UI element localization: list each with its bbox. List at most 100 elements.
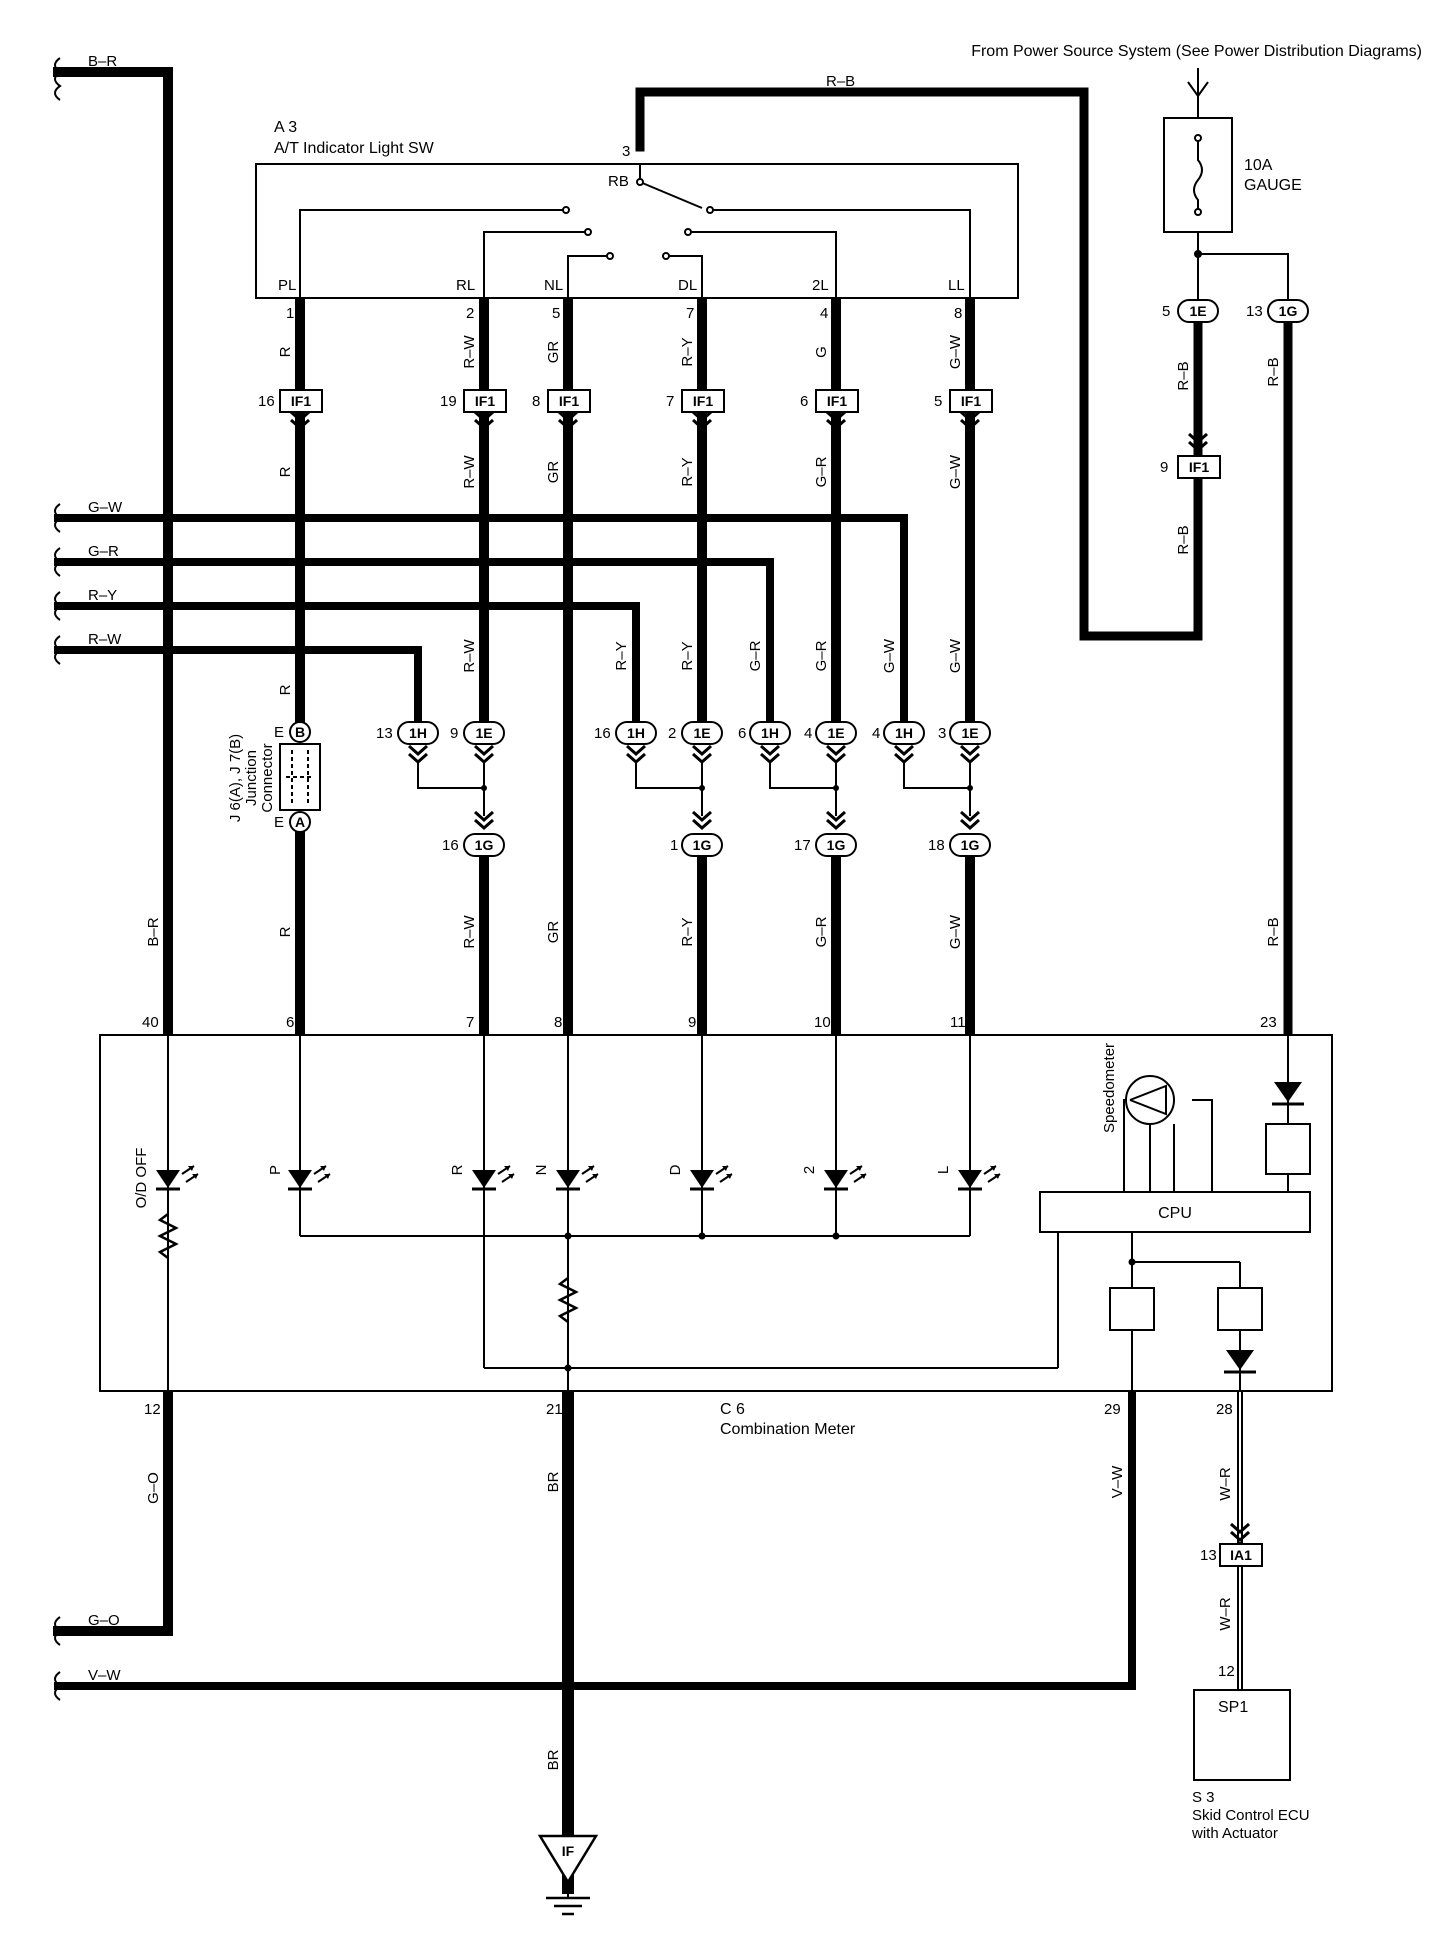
svg-text:R–B: R–B xyxy=(1175,361,1192,390)
svg-text:G–W: G–W xyxy=(947,334,964,369)
svg-text:R–W: R–W xyxy=(461,914,478,948)
svg-text:GR: GR xyxy=(545,341,562,364)
svg-text:B: B xyxy=(295,724,305,740)
fuse-name: GAUGE xyxy=(1244,177,1302,194)
ia1-connector: IA1 13 12 xyxy=(1200,1522,1263,1680)
svg-text:G–R: G–R xyxy=(747,640,764,671)
svg-text:DL: DL xyxy=(678,277,697,294)
wire-color-labels: R R–W GR R–Y G G–W R R–W GR R–Y G–R G–W … xyxy=(145,334,1282,1770)
svg-text:R–Y: R–Y xyxy=(679,457,696,486)
svg-text:9: 9 xyxy=(450,725,458,742)
switch-contacts xyxy=(299,164,971,298)
svg-text:G–W: G–W xyxy=(947,914,964,949)
svg-text:12: 12 xyxy=(144,1401,161,1418)
svg-text:7: 7 xyxy=(666,393,674,410)
svg-text:6: 6 xyxy=(738,725,746,742)
svg-text:29: 29 xyxy=(1104,1401,1121,1418)
svg-text:R–Y: R–Y xyxy=(679,337,696,366)
power-source-label: From Power Source System (See Power Dist… xyxy=(971,43,1422,60)
svg-text:J 6(A), J 7(B): J 6(A), J 7(B) xyxy=(227,734,244,822)
svg-text:13: 13 xyxy=(1200,1547,1217,1564)
resistor-icon xyxy=(557,1277,579,1323)
diode-icon xyxy=(1272,1082,1304,1124)
switch-position-labels: PL RL NL DL 2L LL xyxy=(278,277,965,294)
svg-text:R–B: R–B xyxy=(1265,357,1282,386)
svg-text:G–O: G–O xyxy=(88,1612,120,1629)
svg-text:7: 7 xyxy=(466,1014,474,1031)
left-wire-labels: B–R G–W G–R R–Y R–W G–O V–W R–B xyxy=(88,53,855,1684)
svg-text:5: 5 xyxy=(552,305,560,322)
svg-text:R–W: R–W xyxy=(88,631,122,648)
power-connectors: 1E 5 1G 13 xyxy=(1162,299,1309,323)
svg-text:IF1: IF1 xyxy=(291,393,311,409)
svg-text:R–Y: R–Y xyxy=(88,587,117,604)
meter-code: C 6 xyxy=(720,1401,745,1418)
svg-text:G–R: G–R xyxy=(813,640,830,671)
svg-text:1H: 1H xyxy=(627,725,645,741)
svg-text:1H: 1H xyxy=(895,725,913,741)
svg-text:7: 7 xyxy=(686,305,694,322)
svg-text:R–Y: R–Y xyxy=(679,641,696,670)
svg-text:G–O: G–O xyxy=(145,1472,162,1504)
svg-text:3: 3 xyxy=(938,725,946,742)
svg-text:A: A xyxy=(295,814,305,830)
svg-text:V–W: V–W xyxy=(88,1667,121,1684)
interface-box xyxy=(1109,1287,1155,1331)
svg-text:9: 9 xyxy=(688,1014,696,1031)
svg-text:R: R xyxy=(277,926,294,937)
svg-text:6: 6 xyxy=(286,1014,294,1031)
svg-text:2: 2 xyxy=(801,1166,818,1174)
svg-text:G–W: G–W xyxy=(88,499,123,516)
svg-text:IA1: IA1 xyxy=(1230,1547,1252,1563)
svg-text:RL: RL xyxy=(456,277,475,294)
svg-text:19: 19 xyxy=(440,393,457,410)
ecu-code: S 3 xyxy=(1192,1789,1215,1806)
svg-text:2L: 2L xyxy=(812,277,829,294)
ecu-line2: with Actuator xyxy=(1191,1825,1278,1842)
svg-text:23: 23 xyxy=(1260,1014,1277,1031)
svg-text:IF1: IF1 xyxy=(827,393,847,409)
svg-text:16: 16 xyxy=(258,393,275,410)
svg-text:8: 8 xyxy=(532,393,540,410)
switch-common-label: RB xyxy=(608,173,629,190)
ecu-line1: Skid Control ECU xyxy=(1192,1807,1310,1824)
svg-text:28: 28 xyxy=(1216,1401,1233,1418)
svg-text:E: E xyxy=(274,814,284,831)
svg-text:G–W: G–W xyxy=(947,454,964,489)
svg-text:1E: 1E xyxy=(693,725,710,741)
svg-text:PL: PL xyxy=(278,277,296,294)
svg-text:IF1: IF1 xyxy=(1189,459,1209,475)
svg-text:R: R xyxy=(277,346,294,357)
meter-internal-wiring xyxy=(167,1035,1289,1390)
svg-text:1G: 1G xyxy=(827,837,846,853)
svg-text:N: N xyxy=(533,1165,550,1176)
svg-text:G–W: G–W xyxy=(947,638,964,673)
ecu-connector: SP1 xyxy=(1218,1699,1248,1716)
svg-text:1E: 1E xyxy=(475,725,492,741)
svg-text:G: G xyxy=(813,346,830,358)
svg-text:W–R: W–R xyxy=(1217,1467,1234,1501)
wire-g-o xyxy=(53,1385,173,1636)
switch-name: A/T Indicator Light SW xyxy=(274,140,435,157)
svg-text:1H: 1H xyxy=(761,725,779,741)
svg-text:1: 1 xyxy=(670,837,678,854)
cpu-box xyxy=(1039,1191,1311,1233)
svg-text:16: 16 xyxy=(442,837,459,854)
fuse-rating: 10A xyxy=(1244,157,1273,174)
middle-connectors: 1H 13 1H 16 1H 6 1H 4 1E 9 1E 2 1E 4 1E … xyxy=(376,721,991,857)
svg-text:18: 18 xyxy=(928,837,945,854)
svg-text:P: P xyxy=(267,1165,284,1175)
svg-text:G–R: G–R xyxy=(813,916,830,947)
svg-text:LL: LL xyxy=(948,277,965,294)
svg-text:4: 4 xyxy=(872,725,880,742)
junction-connector: B E A E J 6(A), J 7(B) Junction Connecto… xyxy=(227,721,321,833)
wire-v-w xyxy=(54,1386,1136,1690)
svg-text:R–Y: R–Y xyxy=(613,641,630,670)
svg-text:1G: 1G xyxy=(961,837,980,853)
svg-text:1H: 1H xyxy=(409,725,427,741)
svg-text:B–R: B–R xyxy=(88,53,117,70)
svg-text:G–W: G–W xyxy=(881,638,898,673)
ecu-box xyxy=(1193,1689,1291,1781)
svg-text:V–W: V–W xyxy=(1109,1465,1126,1498)
